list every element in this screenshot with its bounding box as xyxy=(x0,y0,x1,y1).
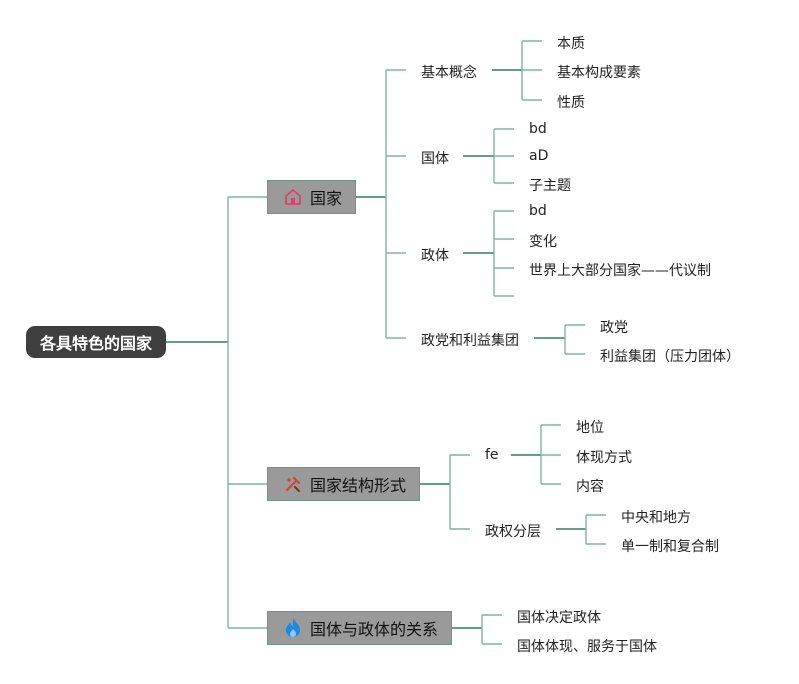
node-zhengdang[interactable]: 政党和利益集团 xyxy=(421,333,519,349)
leaf-goucheng[interactable]: 基本构成要素 xyxy=(557,65,641,81)
leaf-xingzhi[interactable]: 性质 xyxy=(557,95,585,111)
leaf-zhongyang[interactable]: 中央和地方 xyxy=(621,510,691,526)
root-label: 各具特色的国家 xyxy=(39,334,152,353)
leaf-ad[interactable]: aD xyxy=(529,148,549,164)
leaf-zhengdang[interactable]: 政党 xyxy=(600,320,628,336)
root-node[interactable]: 各具特色的国家 xyxy=(26,326,166,358)
node-jiegou-label: 国家结构形式 xyxy=(310,476,407,495)
node-guojia[interactable]: 国家 xyxy=(267,180,356,214)
leaf-benzhi[interactable]: 本质 xyxy=(557,36,585,52)
leaf-danyizhi[interactable]: 单一制和复合制 xyxy=(621,539,719,555)
tools-icon xyxy=(282,473,304,495)
leaf-liyijituan[interactable]: 利益集团（压力团体） xyxy=(600,349,740,365)
node-guoti[interactable]: 国体 xyxy=(421,151,449,167)
leaf-neirong[interactable]: 内容 xyxy=(576,479,604,495)
node-fenceng[interactable]: 政权分层 xyxy=(485,524,541,540)
leaf-daiyizhi[interactable]: 世界上大部分国家——代议制 xyxy=(529,263,711,279)
node-zhengti[interactable]: 政体 xyxy=(421,248,449,264)
node-jiegou[interactable]: 国家结构形式 xyxy=(267,467,420,501)
leaf-bd-2[interactable]: bd xyxy=(529,203,547,219)
leaf-tixian[interactable]: 体现方式 xyxy=(576,450,632,466)
node-fe[interactable]: fe xyxy=(485,447,499,463)
node-guanxi-label: 国体与政体的关系 xyxy=(310,620,439,639)
leaf-bd-1[interactable]: bd xyxy=(529,121,547,137)
leaf-fuwu[interactable]: 国体体现、服务于国体 xyxy=(517,639,657,655)
leaf-bianhua[interactable]: 变化 xyxy=(529,234,557,250)
leaf-zizhuti[interactable]: 子主题 xyxy=(529,178,571,194)
node-guojia-label: 国家 xyxy=(310,189,343,208)
leaf-jueding[interactable]: 国体决定政体 xyxy=(517,610,601,626)
node-jiben[interactable]: 基本概念 xyxy=(421,65,477,81)
node-guanxi[interactable]: 国体与政体的关系 xyxy=(267,611,452,645)
house-icon xyxy=(282,186,304,208)
flame-icon xyxy=(282,617,304,639)
leaf-diwei[interactable]: 地位 xyxy=(576,420,604,436)
